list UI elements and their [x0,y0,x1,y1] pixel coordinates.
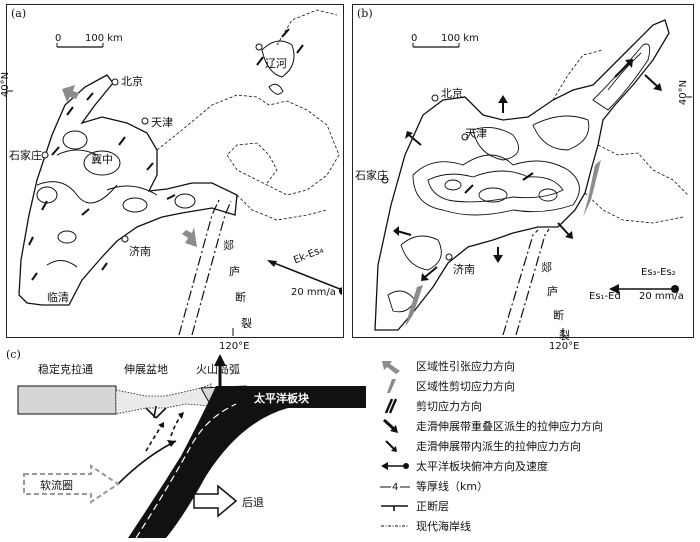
lat-label: 40°N [678,79,690,106]
panel-b-svg [374,19,692,336]
fault-char-3: 断 [235,291,246,304]
extension-basin [115,383,212,415]
vector-speed: 20 mm/a [639,291,684,302]
isopach-line-label: 4 [392,482,398,493]
city-jinan: 济南 [453,263,475,276]
legend-row-overlap-stretch: 走滑伸展带重叠区派生的拉伸应力方向 [378,417,603,435]
scale-text: 100 km [441,33,479,44]
gray-thin-arrow-icon [583,160,601,217]
city-tianjin: 天津 [465,127,487,140]
beijing-dot [431,94,439,102]
fault-char-1: 郯 [541,261,552,274]
coastline [552,49,689,224]
scale-zero: 0 [411,33,418,44]
scale-zero: 0 [55,33,62,44]
city-shijiazhuang: 石家庄 [355,169,388,182]
label-basin: 伸展盆地 [124,363,168,376]
legend-row-regional-shear: 区域性剪切应力方向 [378,377,515,395]
vector-arrowhead [609,284,619,294]
legend-row-regional-tension: 区域性引张应力方向 [378,357,515,375]
fault-char-1: 郯 [223,239,234,252]
vector-speed: 20 mm/a [291,287,336,298]
tianjin-dot [461,133,469,141]
asthenosphere-arrow [23,464,120,504]
lon-label: 120°E [549,341,580,352]
city-beijing: 北京 [121,75,143,88]
city-liaohe: 辽河 [265,57,287,70]
city-beijing: 北京 [441,87,463,100]
legend-row-inner-stretch: 走滑伸展带内派生的拉伸应力方向 [378,437,581,455]
black-arrow-icon [382,418,398,433]
panel-c-svg [17,354,366,539]
vector-label-bottom: Es₁-Ed [589,291,621,302]
region-jizhong: 冀中 [91,153,113,166]
basin-outline [374,19,670,331]
region-linqing: 临清 [47,291,69,304]
legend-row-subduction: 太平洋板块俯冲方向及速度 [378,457,548,475]
black-arrow-small-icon [385,440,397,452]
fault-char-3: 断 [553,309,564,322]
city-tianjin: 天津 [151,116,173,129]
jinan-dot [445,253,453,261]
panel-b-map: (b) 0 100 km 40°N 120°E 北京 天津 石家庄 济南 郯 庐… [352,4,694,352]
gray-thin-arrow-icon [405,285,423,327]
black-arrow-icon [393,59,662,281]
vector-arrowhead [267,260,277,267]
volcano-arrow [214,354,226,366]
tanlu-fault [502,228,550,336]
vector-origin [671,285,679,293]
gray-wide-arrow-icon [62,85,197,247]
fault-ticks [28,28,304,281]
fault-char-2: 庐 [229,265,240,278]
isopach-lines [387,43,651,313]
shear-arrow-icon [384,398,398,414]
lon-label: 120°E [219,341,250,352]
panel-c-diagram: (c) 稳定克拉通 伸展盆地 火山岛弧 太平洋板块 软流圈 后退 [6,346,372,539]
pacific-slab [128,386,366,538]
scale-text: 100 km [85,33,123,44]
panel-a-label: (a) [11,7,27,20]
label-retreat: 后退 [242,496,264,509]
scale-bar [56,43,104,48]
tanlu-fault [178,199,232,336]
beijing-dot [111,78,119,86]
fault-char-4: 裂 [559,329,570,342]
panel-c-label: (c) [6,348,21,361]
tianjin-dot [141,117,149,125]
jinan-dot [121,235,129,243]
shijiazhuang-dot [41,151,49,159]
label-plate: 太平洋板块 [254,392,309,405]
label-asthenosphere: 软流圈 [40,479,73,492]
city-jinan: 济南 [129,245,151,258]
coastline-icon [381,525,408,527]
legend-row-isopach: 4 等厚线（km） [378,477,488,495]
isopach-lines [36,40,295,268]
shijiazhuang-dot [381,176,389,184]
fault-char-4: 裂 [241,317,252,330]
liaohe-dot [255,43,263,51]
pin-arrow-icon [381,462,409,470]
label-arc: 火山岛弧 [196,363,240,376]
legend-row-normal-fault: 正断层 [378,497,449,515]
panel-b-label: (b) [357,7,373,20]
isopach-icon: 4 [380,482,410,493]
scale-bar [412,43,460,48]
fault-char-2: 庐 [547,285,558,298]
gray-thin-arrow-icon [387,379,396,393]
gray-wide-arrow-icon [382,361,400,374]
craton-block [17,385,117,415]
vector-label-top: Es₃-Es₂ [641,267,676,278]
label-craton: 稳定克拉通 [38,363,93,376]
legend-row-coastline: 现代海岸线 [378,517,471,535]
basin-outline [18,74,238,306]
retreat-arrow [193,484,238,518]
lat-label: 40°N [0,71,12,98]
legend-row-shear: 剪切应力方向 [378,397,482,415]
panel-a-map: (a) 0 100 km 40°N 120°E 北京 天津 石家庄 济南 辽河 … [0,4,347,352]
coastline [156,94,340,221]
normal-fault-icon [381,505,408,511]
city-shijiazhuang: 石家庄 [9,149,42,162]
